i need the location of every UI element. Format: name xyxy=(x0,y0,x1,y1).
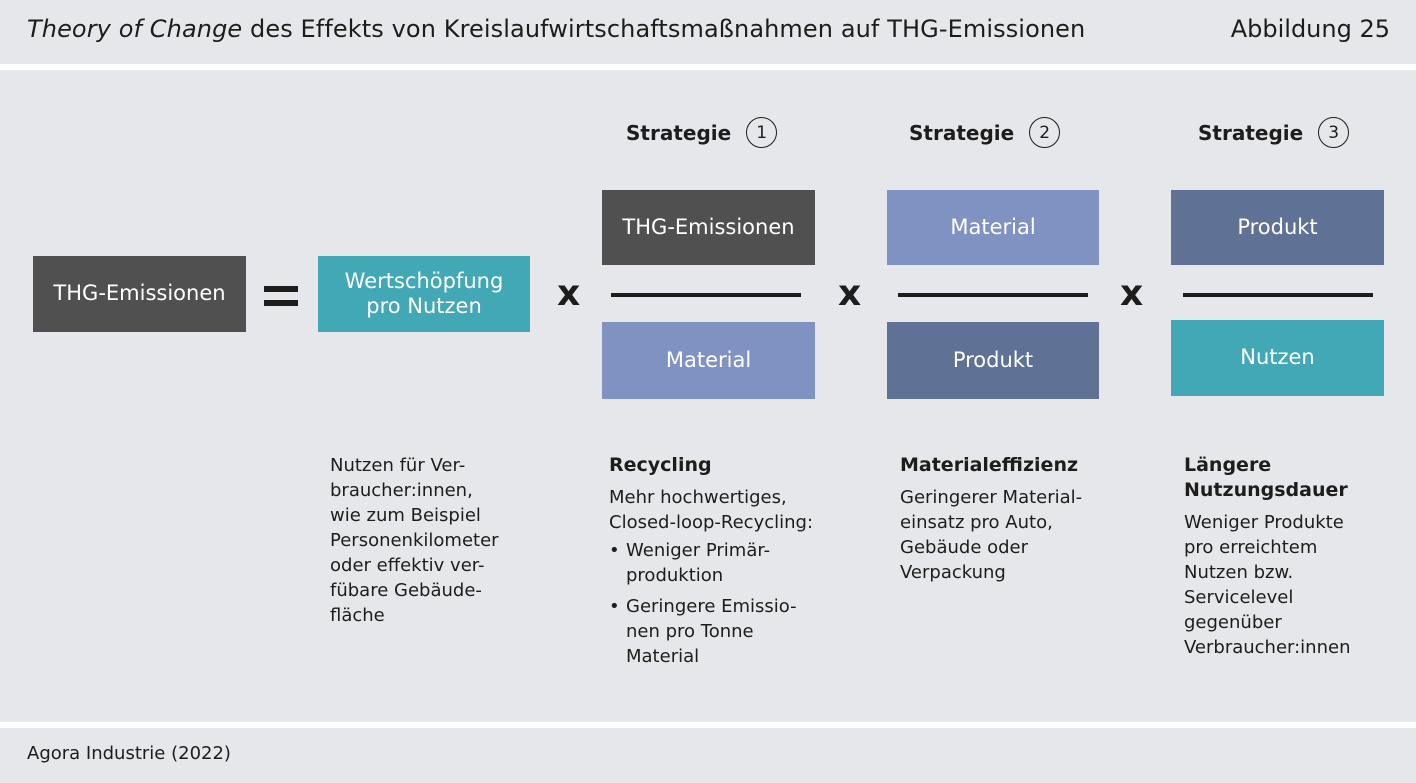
strategy-2-denominator: Produkt xyxy=(887,322,1099,399)
description-line: Gebäude oder xyxy=(900,537,1029,558)
description-line: Nutzen bzw. xyxy=(1184,562,1294,583)
benefit-note: Nutzen für Ver- braucher:innen, wie zum … xyxy=(330,453,499,628)
note-line: Nutzen für Ver- xyxy=(330,455,466,476)
strategy-2-label: Strategie xyxy=(909,120,1015,145)
value-added-label: Wertschöpfung pro Nutzen xyxy=(344,268,504,318)
description-line: einsatz pro Auto, xyxy=(900,512,1053,533)
multiply-sign-2: x xyxy=(838,273,862,314)
bullet-line: Material xyxy=(626,646,700,667)
bullet-dot-icon: • xyxy=(609,540,620,561)
bullet-line: nen pro Tonne xyxy=(626,621,754,642)
title-line: Nutzungsdauer xyxy=(1184,479,1348,501)
description-line: Weniger Produkte xyxy=(1184,512,1344,533)
strategy-2-fraction-bar xyxy=(898,293,1088,297)
description-line: Geringerer Material- xyxy=(900,487,1083,508)
strategy-3-denominator: Nutzen xyxy=(1171,320,1384,396)
strategy-1-title: Recycling xyxy=(609,454,712,476)
note-line: braucher:innen, xyxy=(330,480,473,501)
bullet-line: produktion xyxy=(626,565,724,586)
strategy-1-description: Recycling Mehr hochwertiges, Closed-loop… xyxy=(609,453,813,669)
multiply-sign-1: x xyxy=(557,273,581,314)
note-line: fübare Gebäude- xyxy=(330,580,482,601)
bullet-dot-icon: • xyxy=(609,596,620,617)
strategy-3-title: Längere Nutzungsdauer xyxy=(1184,453,1350,503)
title-italic: Theory of Change xyxy=(27,15,243,43)
title-line: Längere xyxy=(1184,454,1272,476)
description-line: Servicelevel xyxy=(1184,587,1294,608)
bullet-line: Weniger Primär- xyxy=(626,540,771,561)
strategy-2-description: Materialeffizienz Geringerer Material- e… xyxy=(900,453,1082,585)
strategy-1-numerator: THG-Emissionen xyxy=(602,190,815,265)
figure-title: Theory of Change des Effekts von Kreisla… xyxy=(27,15,1085,43)
strategy-1-number-badge: 1 xyxy=(746,117,778,148)
figure-header: Theory of Change des Effekts von Kreisla… xyxy=(0,0,1416,64)
figure-number: Abbildung 25 xyxy=(1230,15,1390,43)
strategy-3-description: Längere Nutzungsdauer Weniger Produkte p… xyxy=(1184,453,1350,660)
value-added-box: Wertschöpfung pro Nutzen xyxy=(318,256,530,332)
top-divider xyxy=(0,64,1416,70)
strategy-1-fraction-bar xyxy=(611,293,801,297)
strategy-3-label: Strategie xyxy=(1198,120,1304,145)
description-line: Verbraucher:innen xyxy=(1184,637,1351,658)
strategy-2-numerator: Material xyxy=(887,190,1099,265)
strategy-3-fraction-bar xyxy=(1183,293,1373,297)
description-line: Verpackung xyxy=(900,562,1006,583)
strategy-2-title: Materialeffizienz xyxy=(900,454,1079,476)
bullet-line: Geringere Emissio- xyxy=(626,596,797,617)
strategy-1-label: Strategie xyxy=(626,120,732,145)
description-line: pro erreichtem xyxy=(1184,537,1318,558)
bullet-item: • Weniger Primär- produktion xyxy=(609,538,813,588)
strategy-2-number-badge: 2 xyxy=(1029,117,1061,148)
strategy-3-number-badge: 3 xyxy=(1318,117,1350,148)
note-line: oder effektiv ver- xyxy=(330,555,485,576)
strategy-3-numerator: Produkt xyxy=(1171,190,1384,265)
description-line: Closed-loop-Recycling: xyxy=(609,512,814,533)
multiply-sign-3: x xyxy=(1120,273,1144,314)
description-line: Mehr hochwertiges, xyxy=(609,487,787,508)
strategy-3-heading: Strategie 3 xyxy=(1198,117,1350,148)
note-line: fläche xyxy=(330,605,385,626)
strategy-1-denominator: Material xyxy=(602,322,815,399)
note-line: wie zum Beispiel xyxy=(330,505,481,526)
strategy-2-heading: Strategie 2 xyxy=(909,117,1061,148)
bullet-item: • Geringere Emissio- nen pro Tonne Mater… xyxy=(609,594,813,669)
strategy-1-heading: Strategie 1 xyxy=(626,117,778,148)
description-line: gegenüber xyxy=(1184,612,1282,633)
bottom-divider xyxy=(0,722,1416,728)
ghg-emissions-box: THG-Emissionen xyxy=(33,256,246,332)
note-line: Personenkilometer xyxy=(330,530,499,551)
title-rest: des Effekts von Kreislaufwirtschaftsmaßn… xyxy=(242,15,1086,43)
source-credit: Agora Industrie (2022) xyxy=(27,743,231,764)
